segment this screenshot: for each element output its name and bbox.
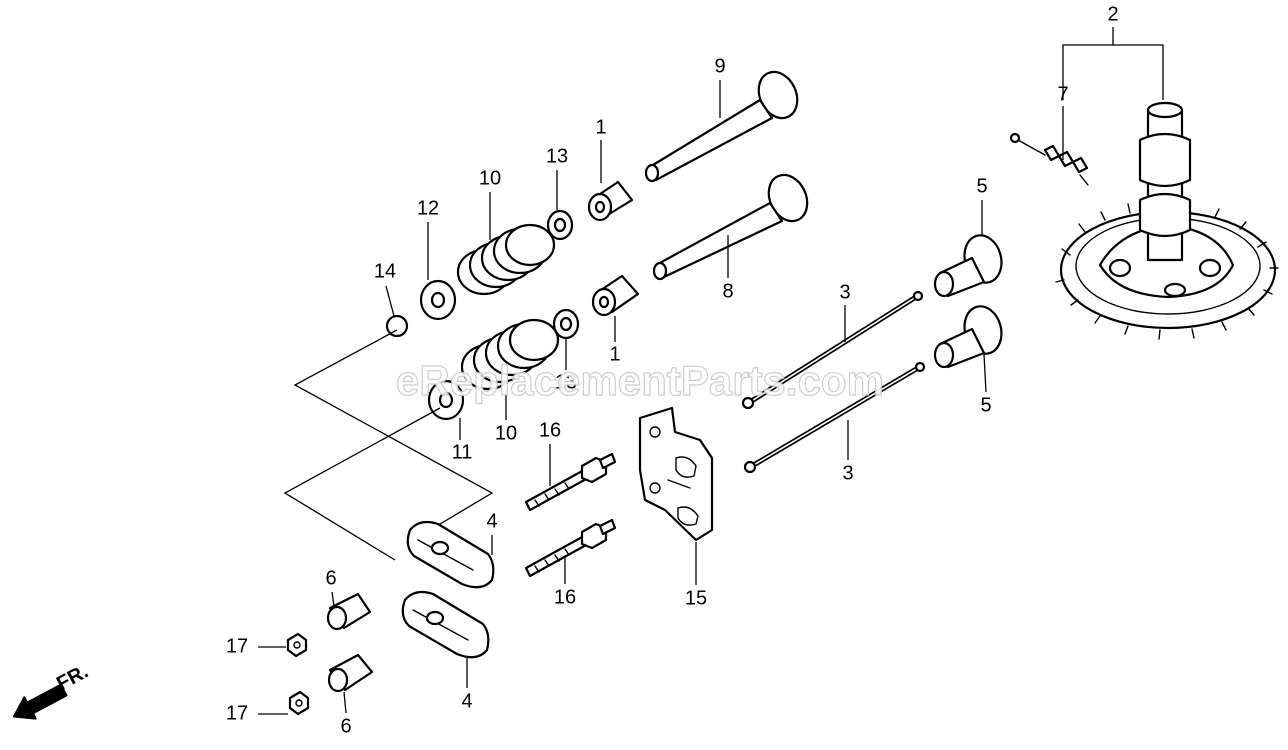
watermark: eReplacementParts.com bbox=[396, 357, 884, 404]
rocker-pivot-upper[interactable] bbox=[326, 592, 372, 631]
governor-spring[interactable] bbox=[1009, 132, 1089, 186]
leader-6b bbox=[343, 691, 347, 714]
callout-1b: 1 bbox=[609, 343, 620, 365]
valve-guide-lower[interactable] bbox=[591, 274, 640, 317]
valve-guide-upper[interactable] bbox=[587, 180, 634, 222]
rocker-arm-upper[interactable] bbox=[406, 520, 495, 589]
callout-13b: 13 bbox=[555, 371, 577, 393]
front-direction-arrow-icon bbox=[12, 683, 68, 720]
callout-8: 8 bbox=[722, 280, 733, 302]
rocker-pivot-lower[interactable] bbox=[327, 653, 374, 693]
valve-cap[interactable] bbox=[385, 314, 409, 338]
leader-2 bbox=[1062, 44, 1164, 100]
callout-16b: 16 bbox=[554, 586, 576, 608]
rocker-arm-lower[interactable] bbox=[401, 590, 490, 659]
rocker-stud-lower[interactable] bbox=[524, 518, 617, 578]
callout-12: 12 bbox=[417, 197, 439, 219]
leader-14 bbox=[385, 285, 395, 317]
valve-spring-lower[interactable] bbox=[460, 318, 560, 391]
callout-5a: 5 bbox=[976, 175, 987, 197]
push-rod-lower[interactable] bbox=[743, 361, 926, 474]
callout-13a: 13 bbox=[546, 145, 568, 167]
callout-9: 9 bbox=[714, 55, 725, 77]
callout-4a: 4 bbox=[486, 510, 497, 532]
callout-14: 14 bbox=[374, 260, 396, 282]
callout-10a: 10 bbox=[479, 167, 501, 189]
callout-11: 11 bbox=[452, 441, 473, 463]
tappet-upper[interactable] bbox=[933, 231, 1007, 298]
rocker-stud-upper[interactable] bbox=[524, 452, 617, 512]
callout-10b: 10 bbox=[495, 422, 517, 444]
callout-6a: 6 bbox=[325, 567, 336, 589]
callout-15: 15 bbox=[685, 587, 707, 609]
callout-17b: 17 bbox=[226, 702, 248, 724]
valve-intake[interactable] bbox=[652, 169, 814, 281]
camshaft-gear[interactable] bbox=[1055, 101, 1279, 340]
callout-7: 7 bbox=[1057, 83, 1068, 105]
spring-retainer-upper[interactable] bbox=[419, 279, 457, 321]
callout-2: 2 bbox=[1107, 3, 1118, 25]
valve-spring-upper[interactable] bbox=[456, 223, 556, 296]
nut-lower[interactable] bbox=[288, 690, 310, 716]
nut-upper[interactable] bbox=[286, 632, 308, 658]
callout-17a: 17 bbox=[226, 635, 248, 657]
callout-3a: 3 bbox=[839, 281, 850, 303]
valve-seal-upper[interactable] bbox=[546, 209, 574, 241]
valve-exhaust[interactable] bbox=[644, 66, 804, 183]
callout-16a: 16 bbox=[539, 419, 561, 441]
guide-line-lower bbox=[283, 407, 441, 561]
callout-1a: 1 bbox=[595, 116, 606, 138]
valve-seal-lower[interactable] bbox=[552, 308, 580, 340]
push-rod-guide-plate[interactable] bbox=[638, 406, 714, 542]
push-rod-upper[interactable] bbox=[741, 290, 924, 410]
leader-6a bbox=[331, 591, 335, 607]
callout-6b: 6 bbox=[340, 715, 351, 737]
guide-line-upper bbox=[293, 329, 494, 531]
tappet-lower[interactable] bbox=[933, 302, 1007, 369]
callout-5b: 5 bbox=[980, 394, 991, 416]
callout-3b: 3 bbox=[842, 462, 853, 484]
leader-5b bbox=[983, 353, 987, 393]
callout-4b: 4 bbox=[461, 690, 472, 712]
